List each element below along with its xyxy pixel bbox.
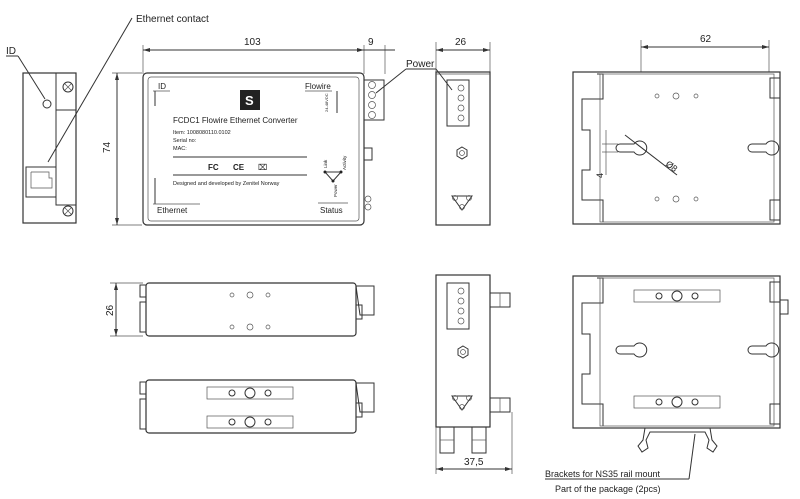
callout-id: ID xyxy=(6,46,16,57)
din-bracket-icon xyxy=(206,386,294,400)
led-link-label: Link xyxy=(323,159,328,168)
keyhole-right-icon xyxy=(747,140,780,156)
keyhole-left-icon xyxy=(615,342,648,358)
dim-74: 74 xyxy=(102,141,113,153)
left-end-view xyxy=(22,72,77,224)
keyhole-left-icon xyxy=(615,140,648,156)
back-view-brackets xyxy=(572,275,789,453)
bottom-view xyxy=(139,379,375,434)
svg-text:S: S xyxy=(245,93,254,108)
led-activity-label: Activity xyxy=(342,155,347,170)
dim-37-5: 37,5 xyxy=(464,457,484,468)
dim-103: 103 xyxy=(244,37,261,48)
din-bracket-icon xyxy=(633,395,721,409)
din-bracket-icon xyxy=(633,289,721,303)
label-id: ID xyxy=(158,82,166,91)
keyhole-right-icon xyxy=(747,342,780,358)
designed-by: Designed and developed by Zenitel Norway xyxy=(173,181,280,187)
terminal-block-icon xyxy=(363,79,385,121)
mac-address: MAC: xyxy=(173,146,187,152)
dim-62: 62 xyxy=(700,34,712,45)
callout-ethernet-contact: Ethernet contact xyxy=(136,14,209,25)
callout-package: Part of the package (2pcs) xyxy=(555,484,661,494)
nut-icon xyxy=(456,146,468,160)
din-bracket-icon xyxy=(206,415,294,429)
rj45-port-icon xyxy=(25,166,57,198)
dim-9: 9 xyxy=(368,37,374,48)
led-triangle-icon xyxy=(451,195,473,211)
weee-icon: ⌧ xyxy=(258,163,267,172)
screw-icon xyxy=(62,205,74,217)
callout-power: Power xyxy=(406,59,435,70)
screw-icon xyxy=(62,81,74,93)
id-button-icon xyxy=(42,99,52,109)
power-connector-icon xyxy=(446,282,470,330)
dim-26: 26 xyxy=(455,37,467,48)
zenitel-logo-icon xyxy=(240,90,260,110)
front-view: 103 9 74 ID Flowire 24-48VDC S FCDC1 Flo… xyxy=(102,37,395,226)
serial-number: Serial no: xyxy=(173,138,197,144)
dim-top-26: 26 xyxy=(105,304,116,316)
power-connector-icon xyxy=(446,79,470,127)
rail-clip-icon xyxy=(637,427,718,453)
dim-4: 4 xyxy=(595,173,605,178)
top-view: 26 xyxy=(105,282,375,337)
ce-icon: CE xyxy=(233,163,245,172)
end-view: 37,5 xyxy=(435,274,513,474)
led-triangle-icon xyxy=(451,395,473,411)
fcc-icon: FC xyxy=(208,163,219,172)
side-view: 26 xyxy=(435,37,491,226)
item-number: Item: 1008080110.0102 xyxy=(173,130,231,136)
label-status: Status xyxy=(320,206,343,215)
nut-icon xyxy=(457,345,469,359)
label-voltage: 24-48VDC xyxy=(324,93,329,112)
product-title: FCDC1 Flowire Ethernet Converter xyxy=(173,116,298,125)
led-power-label: Power xyxy=(333,184,338,197)
callout-brackets: Brackets for NS35 rail mount xyxy=(545,469,661,479)
label-ethernet: Ethernet xyxy=(157,206,188,215)
back-view: 62 Ø8 4 xyxy=(572,34,781,225)
label-flowire: Flowire xyxy=(305,82,331,91)
